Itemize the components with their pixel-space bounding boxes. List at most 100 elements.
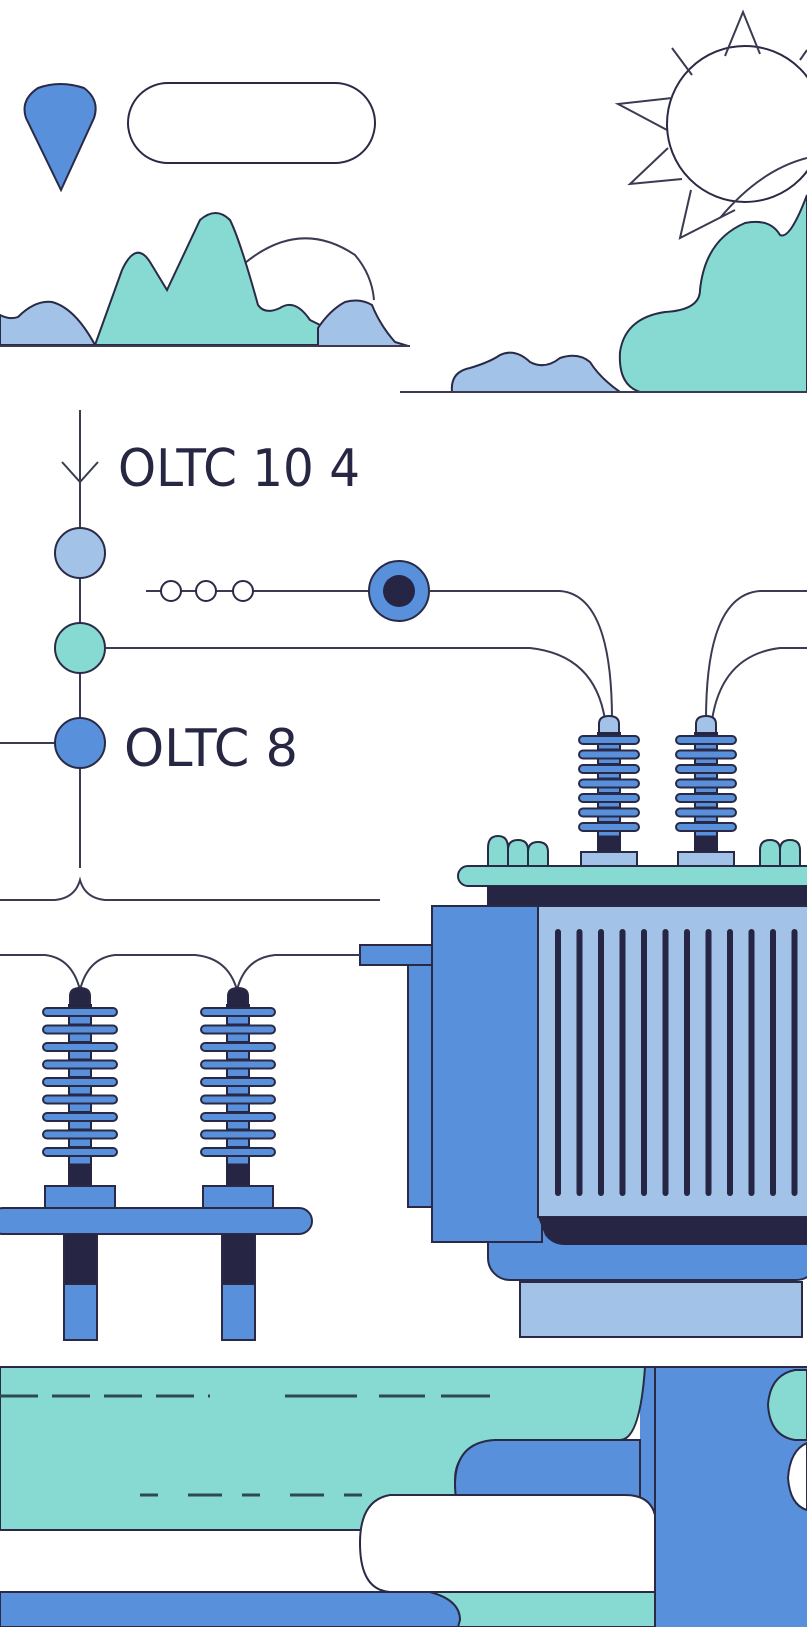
node-light-blue[interactable] bbox=[54, 527, 106, 579]
mountain-teal bbox=[93, 212, 331, 346]
bushing-segment bbox=[70, 1156, 90, 1164]
wire-left-b bbox=[79, 954, 238, 991]
bushing-segment bbox=[228, 1033, 248, 1041]
bushing-shed bbox=[675, 749, 737, 760]
bushing-segment bbox=[599, 773, 619, 778]
ground-teal-right-bubble bbox=[766, 1369, 807, 1441]
radiator-panel bbox=[537, 905, 807, 1218]
bushing-shed bbox=[42, 1129, 118, 1140]
bushing-shed bbox=[42, 1024, 118, 1035]
sun-icon bbox=[614, 9, 807, 240]
lid-cap bbox=[487, 834, 509, 867]
bushing-shed bbox=[200, 1007, 276, 1017]
bushing-cap bbox=[227, 986, 249, 1007]
oltc-top-label: OLTC 10 4 bbox=[118, 439, 360, 499]
bushing-base bbox=[202, 1185, 274, 1209]
bushing-cap bbox=[598, 714, 620, 735]
bushing-shed bbox=[200, 1024, 276, 1035]
small-hill bbox=[450, 351, 624, 393]
lid-cap bbox=[527, 840, 549, 867]
lid-cap bbox=[507, 838, 529, 867]
bushing-segment bbox=[70, 1068, 90, 1076]
bushing-shed bbox=[200, 1094, 276, 1105]
bushing-segment bbox=[228, 1103, 248, 1111]
bushing-segment bbox=[599, 744, 619, 749]
bushing-shed bbox=[675, 793, 737, 803]
wire-1 bbox=[429, 590, 613, 721]
bushing-shed bbox=[675, 764, 737, 774]
transformer-lid-band bbox=[487, 886, 807, 906]
node-teal[interactable] bbox=[54, 622, 106, 674]
bushing-base bbox=[580, 851, 638, 867]
bushing-shed bbox=[200, 1147, 276, 1157]
bushing-shed bbox=[675, 778, 737, 789]
bushing-shed bbox=[200, 1129, 276, 1140]
wire-4 bbox=[711, 647, 807, 721]
bushing-segment bbox=[696, 744, 716, 749]
bushing-segment bbox=[599, 831, 619, 836]
bushing-shed bbox=[42, 1007, 118, 1017]
bushing-segment bbox=[70, 1103, 90, 1111]
line-bushing-1 bbox=[42, 986, 118, 1209]
bushing-base bbox=[44, 1185, 116, 1209]
ground-blue-bottom bbox=[0, 1591, 462, 1627]
lid-cap bbox=[779, 838, 801, 867]
tap-changer-box bbox=[431, 905, 543, 1243]
bushing-shed bbox=[42, 1077, 118, 1087]
bushing-shed bbox=[578, 764, 640, 774]
hill-right bbox=[317, 299, 409, 347]
transformer-pedestal bbox=[519, 1281, 803, 1338]
bushing-segment bbox=[599, 802, 619, 807]
bushing-segment bbox=[599, 758, 619, 763]
bushing-shed bbox=[578, 735, 640, 745]
bushing-shed bbox=[578, 778, 640, 789]
cloud-teal bbox=[618, 194, 807, 393]
bushing-base bbox=[677, 851, 735, 867]
ground-white-pill bbox=[358, 1494, 656, 1593]
bushing-segment bbox=[70, 1086, 90, 1094]
bushing-segment bbox=[696, 773, 716, 778]
search-pill[interactable] bbox=[127, 82, 376, 164]
bushing-segment bbox=[599, 816, 619, 821]
bus-junction bbox=[0, 876, 380, 901]
bushing-shed bbox=[42, 1059, 118, 1070]
bushing-shed bbox=[675, 822, 737, 832]
bushing-segment bbox=[696, 787, 716, 792]
bushing-segment bbox=[70, 1033, 90, 1041]
wire-2 bbox=[105, 647, 606, 721]
bushing-shed bbox=[578, 822, 640, 832]
bushing-segment bbox=[228, 1016, 248, 1024]
bushing-shed bbox=[675, 807, 737, 818]
location-pin-icon bbox=[23, 83, 97, 193]
transformer-bushing-2 bbox=[675, 714, 737, 867]
transformer-lid bbox=[457, 865, 807, 887]
bushing-segment bbox=[228, 1121, 248, 1129]
bushing-cap bbox=[69, 986, 91, 1007]
tap-position-2[interactable] bbox=[195, 580, 217, 602]
bushing-segment bbox=[696, 816, 716, 821]
bushing-segment bbox=[70, 1051, 90, 1059]
tap-position-3[interactable] bbox=[232, 580, 254, 602]
node-blue[interactable] bbox=[54, 717, 106, 769]
bushing-shed bbox=[200, 1059, 276, 1070]
support-post bbox=[63, 1283, 98, 1341]
bushing-segment bbox=[696, 831, 716, 836]
ground-white-right-bubble bbox=[786, 1441, 807, 1512]
line-bushing-2 bbox=[200, 986, 276, 1209]
bushing-segment bbox=[696, 758, 716, 763]
down-arrow-icon bbox=[61, 461, 99, 484]
hill-left bbox=[0, 300, 97, 346]
bushing-segment bbox=[228, 1156, 248, 1164]
bushing-shed bbox=[42, 1094, 118, 1105]
mounting-rail bbox=[0, 1207, 313, 1235]
wire-3 bbox=[705, 590, 807, 721]
side-conduit-cap bbox=[359, 944, 439, 966]
bushing-shed bbox=[578, 793, 640, 803]
bushing-shed bbox=[200, 1077, 276, 1087]
support-post bbox=[221, 1233, 256, 1285]
tap-position-1[interactable] bbox=[160, 580, 182, 602]
bushing-shed bbox=[42, 1112, 118, 1122]
bushing-shed bbox=[200, 1112, 276, 1122]
bushing-shed bbox=[578, 807, 640, 818]
